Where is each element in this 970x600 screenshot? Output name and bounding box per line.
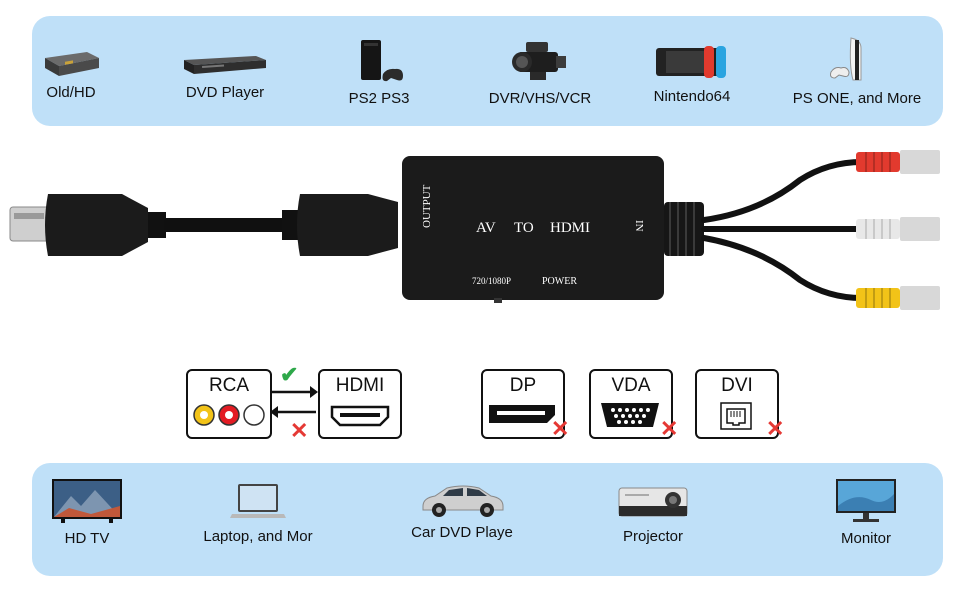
source-devices-panel xyxy=(32,16,943,126)
converter-box xyxy=(402,156,664,300)
resolution-label: 720/1080P xyxy=(472,276,511,286)
target-laptop: Laptop, and Mor xyxy=(196,482,320,545)
dp-unsupported-x-icon: ✕ xyxy=(551,416,570,441)
rca-card-title: RCA xyxy=(208,375,250,396)
vga-card: VDA xyxy=(589,369,673,439)
dvi-unsupported-x-icon: ✕ xyxy=(766,416,785,441)
source-label: Old/HD xyxy=(46,84,96,101)
monitor-icon xyxy=(836,479,896,522)
camcorder-icon xyxy=(512,42,566,80)
game-console-icon xyxy=(361,40,403,82)
target-monitor: Monitor xyxy=(828,478,904,547)
dvi-port-icon xyxy=(720,402,752,430)
target-label: HD TV xyxy=(64,530,110,547)
dvi-card: DVI xyxy=(695,369,779,439)
av-to-hdmi-converter-product: OUTPUT AV TO HDMI IN 720/1080P POWER xyxy=(9,150,940,310)
to-label: TO xyxy=(514,220,534,236)
supported-check-icon: ✔ xyxy=(280,362,299,387)
output-label: OUTPUT xyxy=(421,184,433,228)
hdmi-plug-left xyxy=(9,194,166,256)
displayport-icon xyxy=(489,405,555,423)
unsupported-x-icon: ✕ xyxy=(290,418,309,443)
ps5-console-icon xyxy=(830,37,862,81)
hdmi-port-icon xyxy=(330,405,390,427)
car-icon xyxy=(422,485,504,517)
source-ps-one: PS ONE, and More xyxy=(784,36,930,107)
source-ps2-ps3: PS2 PS3 xyxy=(338,38,420,107)
source-label: DVR/VHS/VCR xyxy=(488,90,592,107)
source-nintendo64: Nintendo64 xyxy=(646,42,738,105)
tv-icon xyxy=(52,479,122,523)
source-label: Nintendo64 xyxy=(653,88,731,105)
resolution-switch xyxy=(494,298,502,303)
hdmi-cable xyxy=(164,218,294,232)
dvd-player-icon xyxy=(184,56,266,74)
source-label: DVD Player xyxy=(185,84,265,101)
dvi-card-title: DVI xyxy=(721,375,753,396)
source-label: PS ONE, and More xyxy=(792,90,922,107)
rca-card: RCA xyxy=(186,369,272,439)
source-dvr-vhs-vcr: DVR/VHS/VCR xyxy=(482,38,598,107)
vga-port-icon xyxy=(601,403,659,427)
handheld-console-icon xyxy=(656,46,726,78)
rca-plug-yellow xyxy=(856,286,940,310)
av-label: AV xyxy=(476,220,496,236)
power-label: POWER xyxy=(542,276,577,287)
source-label: PS2 PS3 xyxy=(348,90,410,107)
source-old-hd: Old/HD xyxy=(40,46,102,101)
set-top-box-icon xyxy=(45,52,99,76)
target-label: Laptop, and Mor xyxy=(203,528,313,545)
in-label: IN xyxy=(633,220,645,232)
projector-icon xyxy=(618,487,688,517)
target-devices-panel xyxy=(32,463,943,576)
rca-plug-white xyxy=(856,217,940,241)
hdmi-plug-right xyxy=(282,194,398,256)
target-label: Car DVD Playe xyxy=(411,524,513,541)
hdmi-card-title: HDMI xyxy=(335,375,385,396)
target-car-dvd-player: Car DVD Playe xyxy=(406,482,518,541)
vga-card-title: VDA xyxy=(611,375,651,396)
rca-cables xyxy=(701,159,865,301)
source-dvd-player: DVD Player xyxy=(172,52,278,101)
target-projector: Projector xyxy=(615,484,691,545)
laptop-icon xyxy=(230,484,286,518)
target-label: Monitor xyxy=(840,530,892,547)
rca-plug-red xyxy=(856,150,940,174)
rca-jacks-icon xyxy=(193,404,265,426)
hdmi-label: HDMI xyxy=(550,220,590,236)
dp-card-title: DP xyxy=(509,375,537,396)
target-label: Projector xyxy=(622,528,684,545)
vga-unsupported-x-icon: ✕ xyxy=(660,416,679,441)
conversion-arrows xyxy=(270,386,318,418)
hdmi-card: HDMI xyxy=(318,369,402,439)
target-hd-tv: HD TV xyxy=(50,478,124,547)
dp-card: DP xyxy=(481,369,565,439)
strain-relief xyxy=(664,202,704,256)
